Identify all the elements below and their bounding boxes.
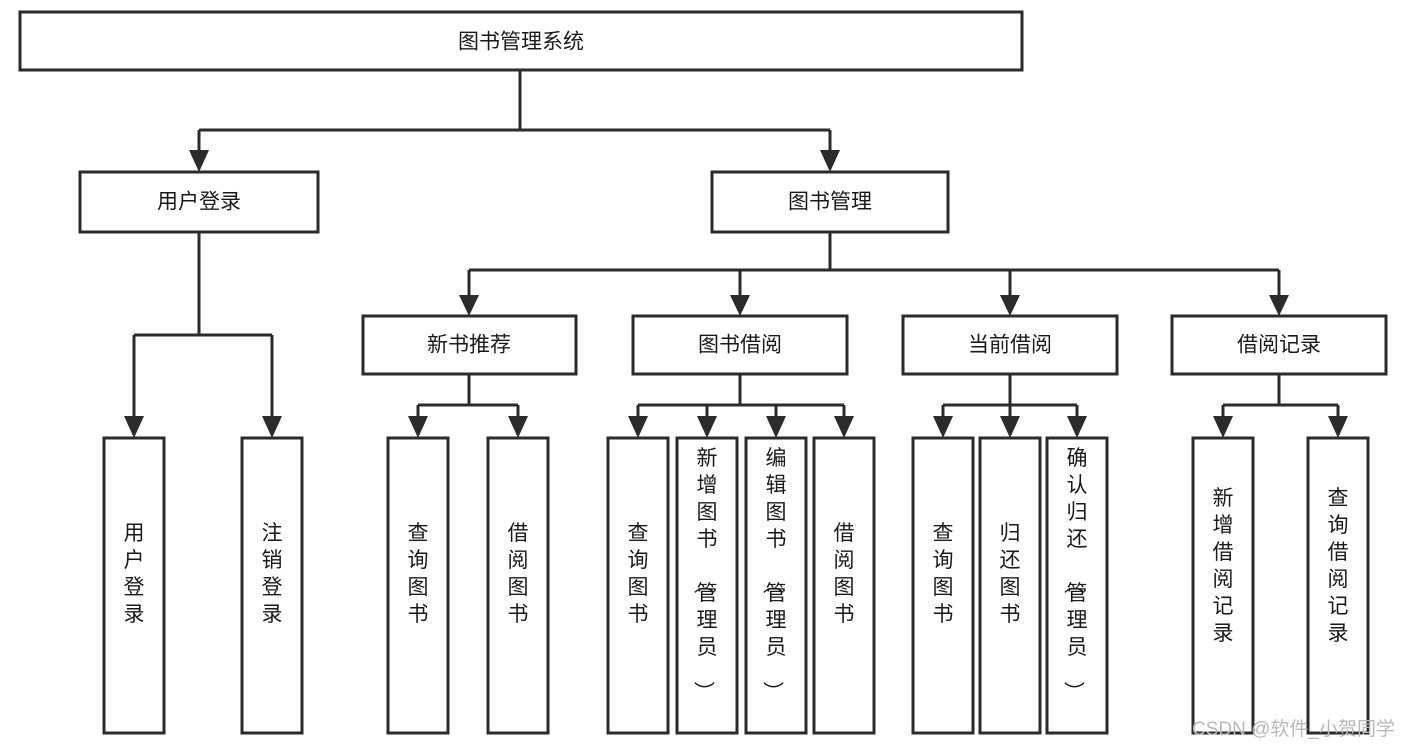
node-leaf-6-label: 新增图书（管理员） — [692, 447, 718, 702]
node-newbook-label: 新书推荐 — [427, 334, 511, 357]
node-leaf-1-box[interactable] — [102, 436, 166, 735]
node-leaf-3[interactable]: 查询图书 — [386, 436, 450, 735]
node-bookmgmt[interactable]: 图书管理 — [710, 170, 950, 234]
node-leaf-5-box[interactable] — [606, 436, 670, 735]
node-leaf-2-label: 注销登录 — [262, 522, 283, 626]
arrow-head-record-to-leaf12 — [1213, 416, 1233, 438]
connector-group-newbook — [408, 375, 528, 438]
node-leaf-9[interactable]: 查询图书 — [911, 436, 975, 735]
arrow-head-record-to-leaf13 — [1328, 416, 1348, 438]
node-leaf-8-box[interactable] — [812, 436, 876, 735]
node-login-box[interactable] — [78, 170, 320, 234]
node-leaf-9-label: 查询图书 — [933, 522, 954, 626]
node-leaf-2-box[interactable] — [240, 436, 304, 735]
node-leaf-11[interactable]: 确认归还（管理员） — [1045, 436, 1109, 735]
node-leaf-2[interactable]: 注销登录 — [240, 436, 304, 735]
arrow-head-current-to-leaf9 — [933, 416, 953, 438]
node-leaf-10[interactable]: 归还图书 — [978, 436, 1042, 735]
arrow-head-login-to-leaf2 — [262, 416, 282, 438]
node-leaf-11-box[interactable] — [1045, 436, 1109, 735]
node-leaf-3-box[interactable] — [386, 436, 450, 735]
arrow-head-newbook-to-leaf3 — [408, 416, 428, 438]
node-leaf-10-label: 归还图书 — [1000, 522, 1021, 626]
node-leaf-11-label: 确认归还（管理员） — [1062, 447, 1088, 702]
arrow-head-borrow-to-leaf6 — [697, 416, 717, 438]
node-borrow[interactable]: 图书借阅 — [631, 314, 849, 376]
arrow-head-current-to-leaf10 — [1000, 416, 1020, 438]
node-record[interactable]: 借阅记录 — [1170, 314, 1388, 376]
node-leaf-8-label: 借阅图书 — [834, 522, 855, 626]
node-leaf-9-box[interactable] — [911, 436, 975, 735]
arrow-head-current-to-leaf11 — [1067, 416, 1087, 438]
node-current-box[interactable] — [901, 314, 1119, 376]
node-leaf-13-box[interactable] — [1306, 436, 1370, 735]
connector-group-record — [1213, 375, 1348, 438]
node-record-label: 借阅记录 — [1237, 334, 1321, 357]
arrow-head-bookmgmt-to-newbook — [459, 295, 479, 316]
node-newbook[interactable]: 新书推荐 — [361, 314, 578, 376]
node-root-label: 图书管理系统 — [458, 31, 584, 54]
node-leaf-13[interactable]: 查询借阅记录 — [1306, 436, 1370, 735]
node-leaf-12-box[interactable] — [1191, 436, 1255, 735]
node-leaf-7-box[interactable] — [744, 436, 808, 735]
node-leaf-4-box[interactable] — [486, 436, 550, 735]
node-leaf-12-label: 新增借阅记录 — [1213, 487, 1234, 645]
node-root[interactable]: 图书管理系统 — [18, 10, 1024, 72]
node-bookmgmt-box[interactable] — [710, 170, 950, 234]
node-current[interactable]: 当前借阅 — [901, 314, 1119, 376]
arrow-head-root-to-bookmgmt — [820, 150, 840, 172]
arrow-head-root-to-login — [189, 150, 209, 172]
node-leaf-6[interactable]: 新增图书（管理员） — [675, 436, 739, 735]
node-leaf-10-box[interactable] — [978, 436, 1042, 735]
node-login-label: 用户登录 — [157, 191, 241, 214]
connector-group-borrow — [628, 375, 854, 438]
node-leaf-13-label: 查询借阅记录 — [1328, 487, 1349, 645]
arrow-head-bookmgmt-to-record — [1269, 295, 1289, 316]
connector-group-root — [189, 70, 840, 172]
node-leaf-5[interactable]: 查询图书 — [606, 436, 670, 735]
node-root-box[interactable] — [18, 10, 1024, 72]
node-login[interactable]: 用户登录 — [78, 170, 320, 234]
node-leaf-7[interactable]: 编辑图书（管理员） — [744, 436, 808, 735]
node-leaf-6-box[interactable] — [675, 436, 739, 735]
connector-group-current — [933, 375, 1087, 438]
arrow-head-bookmgmt-to-borrow — [730, 295, 750, 316]
node-newbook-box[interactable] — [361, 314, 578, 376]
arrow-head-borrow-to-leaf8 — [834, 416, 854, 438]
node-leaf-4-label: 借阅图书 — [508, 522, 529, 626]
node-bookmgmt-label: 图书管理 — [788, 191, 872, 214]
arrow-head-newbook-to-leaf4 — [508, 416, 528, 438]
node-leaf-12[interactable]: 新增借阅记录 — [1191, 436, 1255, 735]
connector-group-bookmgmt — [459, 232, 1289, 316]
arrow-head-borrow-to-leaf5 — [628, 416, 648, 438]
node-leaf-8[interactable]: 借阅图书 — [812, 436, 876, 735]
node-leaf-5-label: 查询图书 — [628, 522, 649, 626]
node-record-box[interactable] — [1170, 314, 1388, 376]
node-leaf-7-label: 编辑图书（管理员） — [761, 447, 787, 702]
node-leaf-4[interactable]: 借阅图书 — [486, 436, 550, 735]
arrow-head-login-to-leaf1 — [124, 416, 144, 438]
connector-group-login — [124, 232, 282, 438]
csdn-watermark: CSDN @软件_小贺同学 — [1192, 718, 1395, 740]
node-leaf-1[interactable]: 用户登录 — [102, 436, 166, 735]
arrow-head-bookmgmt-to-current — [1000, 295, 1020, 316]
node-borrow-label: 图书借阅 — [698, 334, 782, 357]
node-borrow-box[interactable] — [631, 314, 849, 376]
node-current-label: 当前借阅 — [968, 334, 1052, 357]
arrow-head-borrow-to-leaf7 — [766, 416, 786, 438]
node-leaf-1-label: 用户登录 — [124, 522, 145, 626]
node-leaf-3-label: 查询图书 — [408, 522, 429, 626]
